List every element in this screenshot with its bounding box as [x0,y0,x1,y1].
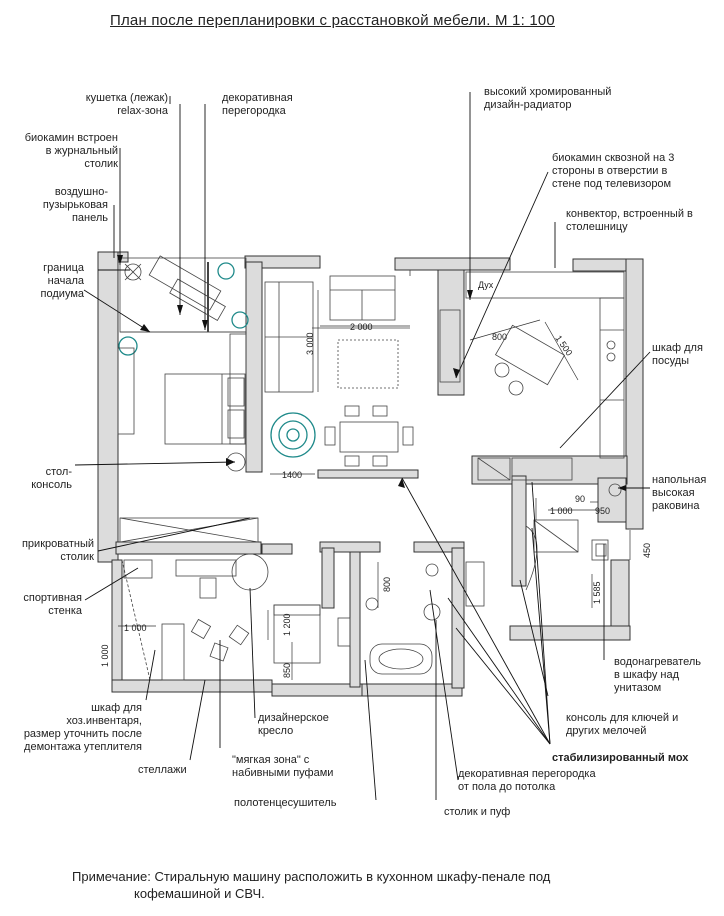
bedroom [117,333,259,543]
relax-zone [119,255,247,333]
walls [97,251,644,697]
duh-label: Дух [478,280,494,290]
label-vozdushno: воздушно- пузырьковая панель [42,186,108,224]
dim-1000-b: 1 000 [124,623,147,633]
bathroom [365,519,609,675]
label-stabil-moh: стабилизированный мох [552,752,689,764]
label-biokamin-skvoznoy: биокамин сквозной на 3 стороны в отверст… [552,152,675,190]
plants [118,262,316,458]
dim-2000: 2 000 [350,322,373,332]
label-polotentse: полотенцесушитель [234,797,337,809]
footnote-line-1: Примечание: Стиральную машину расположит… [72,869,551,884]
dimension-lines [111,290,631,680]
dim-3000: 3 000 [305,332,315,355]
label-stolik-puf: столик и пуф [444,806,511,818]
label-myagkaya-zona: "мягкая зона" с набивными пуфами [232,754,334,779]
lower-rooms [121,553,351,681]
label-granitsa: граница начала подиума [40,262,84,300]
label-prikrovatny: прикроватный столик [21,538,94,563]
label-shkaf-posudy: шкаф для посуды [652,342,703,367]
dim-1000-a: 1 000 [550,506,573,516]
label-kreslo: дизайнерское кресло [258,712,329,737]
label-kushetka: кушетка (лежак) relax-зона [85,92,168,117]
label-rakovina: напольная высокая раковина [652,474,707,512]
leader-lines [74,92,651,801]
dim-850: 850 [282,663,292,678]
dim-1500: 1 500 [553,333,574,357]
label-konvektor: конвектор, встроенный в столешницу [566,208,693,233]
label-dekor-peregorodka: декоративная перегородка [222,92,293,117]
label-stol-konsol: стол- консоль [31,466,72,491]
label-radiator: высокий хромированный дизайн-радиатор [484,86,612,111]
dim-950: 950 [595,506,610,516]
dim-90: 90 [575,494,585,504]
footnote: Примечание: Стиральную машину расположит… [72,868,672,902]
dim-1585: 1 585 [592,581,602,604]
living-room [264,270,461,467]
label-vodonagrevatel: водонагреватель в шкафу над унитазом [614,656,701,694]
label-stellazhi: стеллажи [138,764,187,776]
dim-1400: 1400 [282,470,302,480]
dim-800-b: 800 [382,577,392,592]
dim-1000-c: 1 000 [100,644,110,667]
kitchen [465,271,625,497]
label-dekor-pol-potolok: декоративная перегородка от пола до пото… [458,768,596,793]
dim-800: 800 [492,332,507,342]
plan-title: План после перепланировки с расстановкой… [110,12,555,29]
label-biokamin-stolik: биокамин встроен в журнальный столик [24,132,118,170]
dim-450: 450 [642,543,652,558]
dim-1200: 1 200 [282,613,292,636]
label-sport-stenka: спортивная стенка [23,592,82,617]
footnote-line-2: кофемашиной и СВЧ. [134,886,265,901]
label-konsol-klyuchi: консоль для ключей и других мелочей [566,712,679,737]
label-shkaf-hoz: шкаф для хоз.инвентаря, размер уточнить … [23,702,142,753]
leader-arrows [117,255,626,491]
